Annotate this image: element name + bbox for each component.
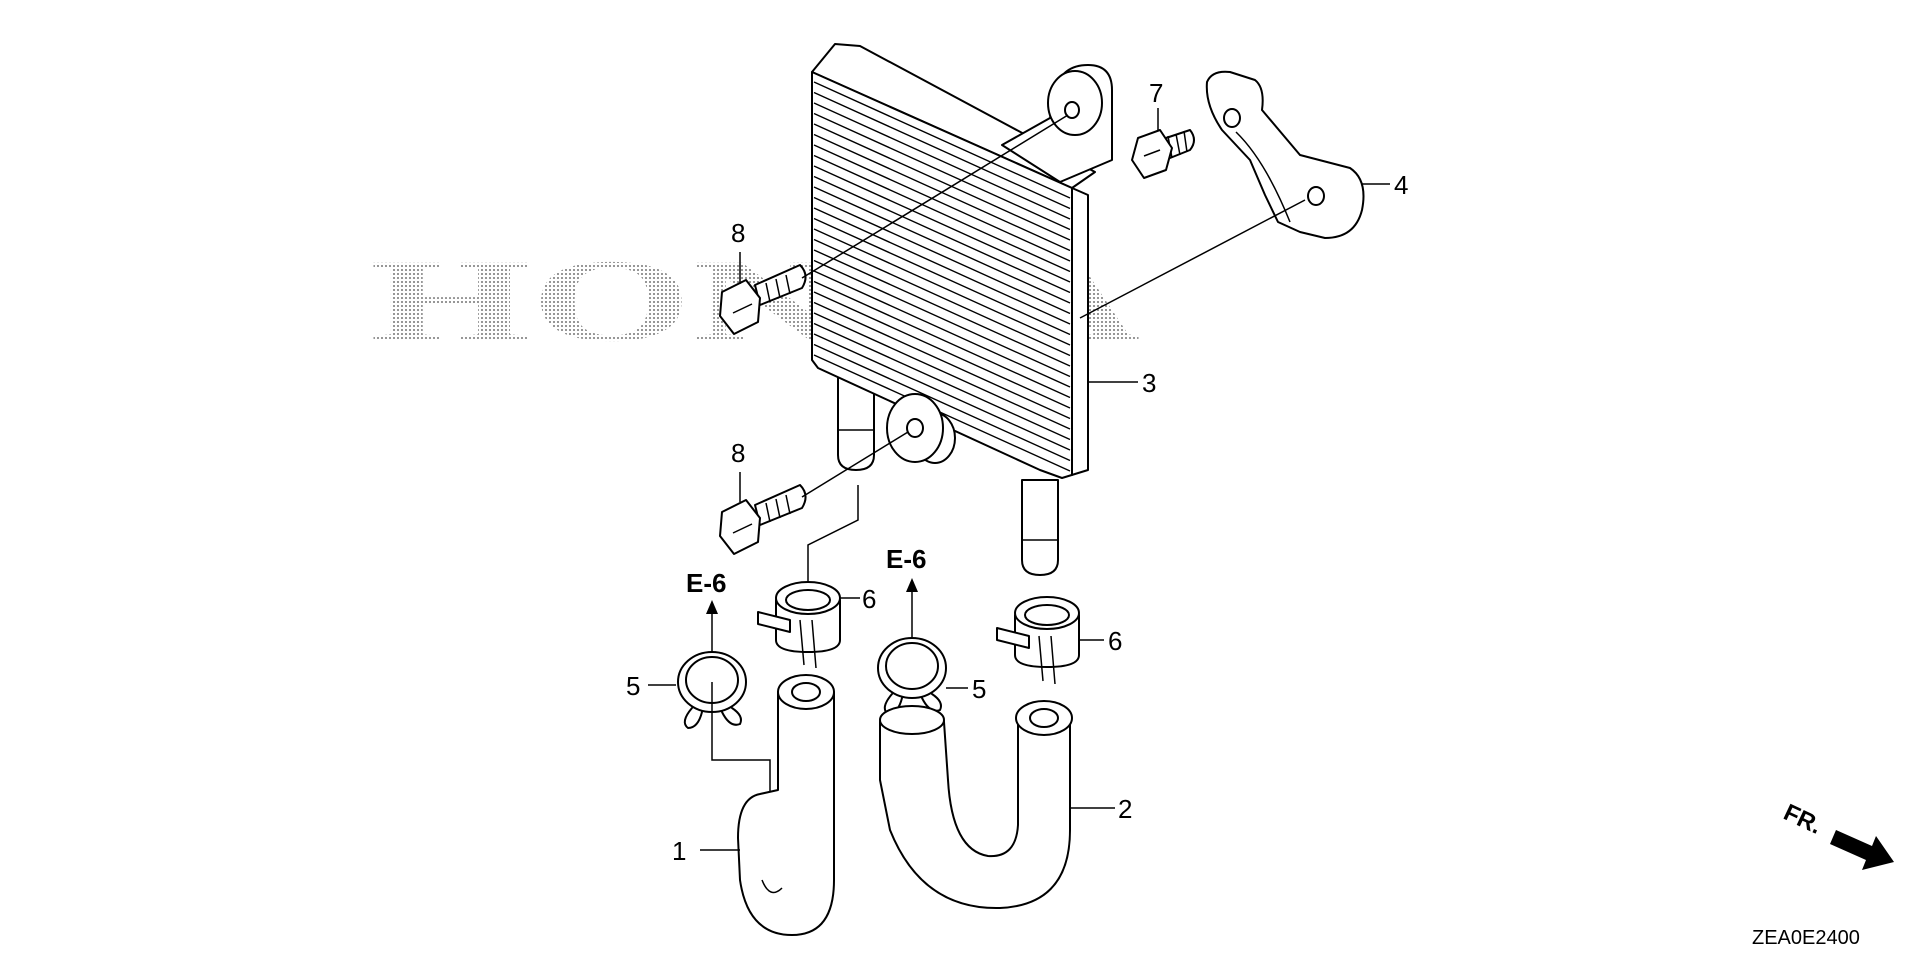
bolt-part-7 bbox=[1131, 129, 1195, 179]
spring-clamp-part-5-right bbox=[877, 637, 947, 715]
oil-cooler-part-3 bbox=[811, 43, 1113, 576]
bolt-part-8-lower bbox=[719, 484, 807, 555]
callout-7: 7 bbox=[1149, 78, 1163, 108]
callout-6-right: 6 bbox=[1108, 626, 1122, 656]
hose-clamp-part-6-right bbox=[996, 596, 1080, 685]
hose-clamp-part-6-left bbox=[757, 581, 841, 669]
bracket-part-4 bbox=[1205, 70, 1365, 239]
reference-e6-right: E-6 bbox=[886, 544, 926, 574]
front-direction-indicator: FR. bbox=[1779, 799, 1894, 870]
callout-3: 3 bbox=[1142, 368, 1156, 398]
leader-lines bbox=[648, 108, 1390, 851]
svg-text:FR.: FR. bbox=[1779, 799, 1825, 840]
callout-4: 4 bbox=[1394, 170, 1408, 200]
hose-part-1 bbox=[737, 674, 835, 936]
bolt-part-8-upper bbox=[719, 264, 807, 335]
callout-8-lower: 8 bbox=[731, 438, 745, 468]
diagram-code: ZEA0E2400 bbox=[1752, 927, 1860, 949]
callout-5-left: 5 bbox=[626, 671, 640, 701]
callout-8-upper: 8 bbox=[731, 218, 745, 248]
callout-1: 1 bbox=[672, 836, 686, 866]
hose-part-2 bbox=[879, 700, 1073, 910]
reference-e6-left: E-6 bbox=[686, 568, 726, 598]
callout-2: 2 bbox=[1118, 794, 1132, 824]
callout-6-left: 6 bbox=[862, 584, 876, 614]
callout-5-right: 5 bbox=[972, 674, 986, 704]
